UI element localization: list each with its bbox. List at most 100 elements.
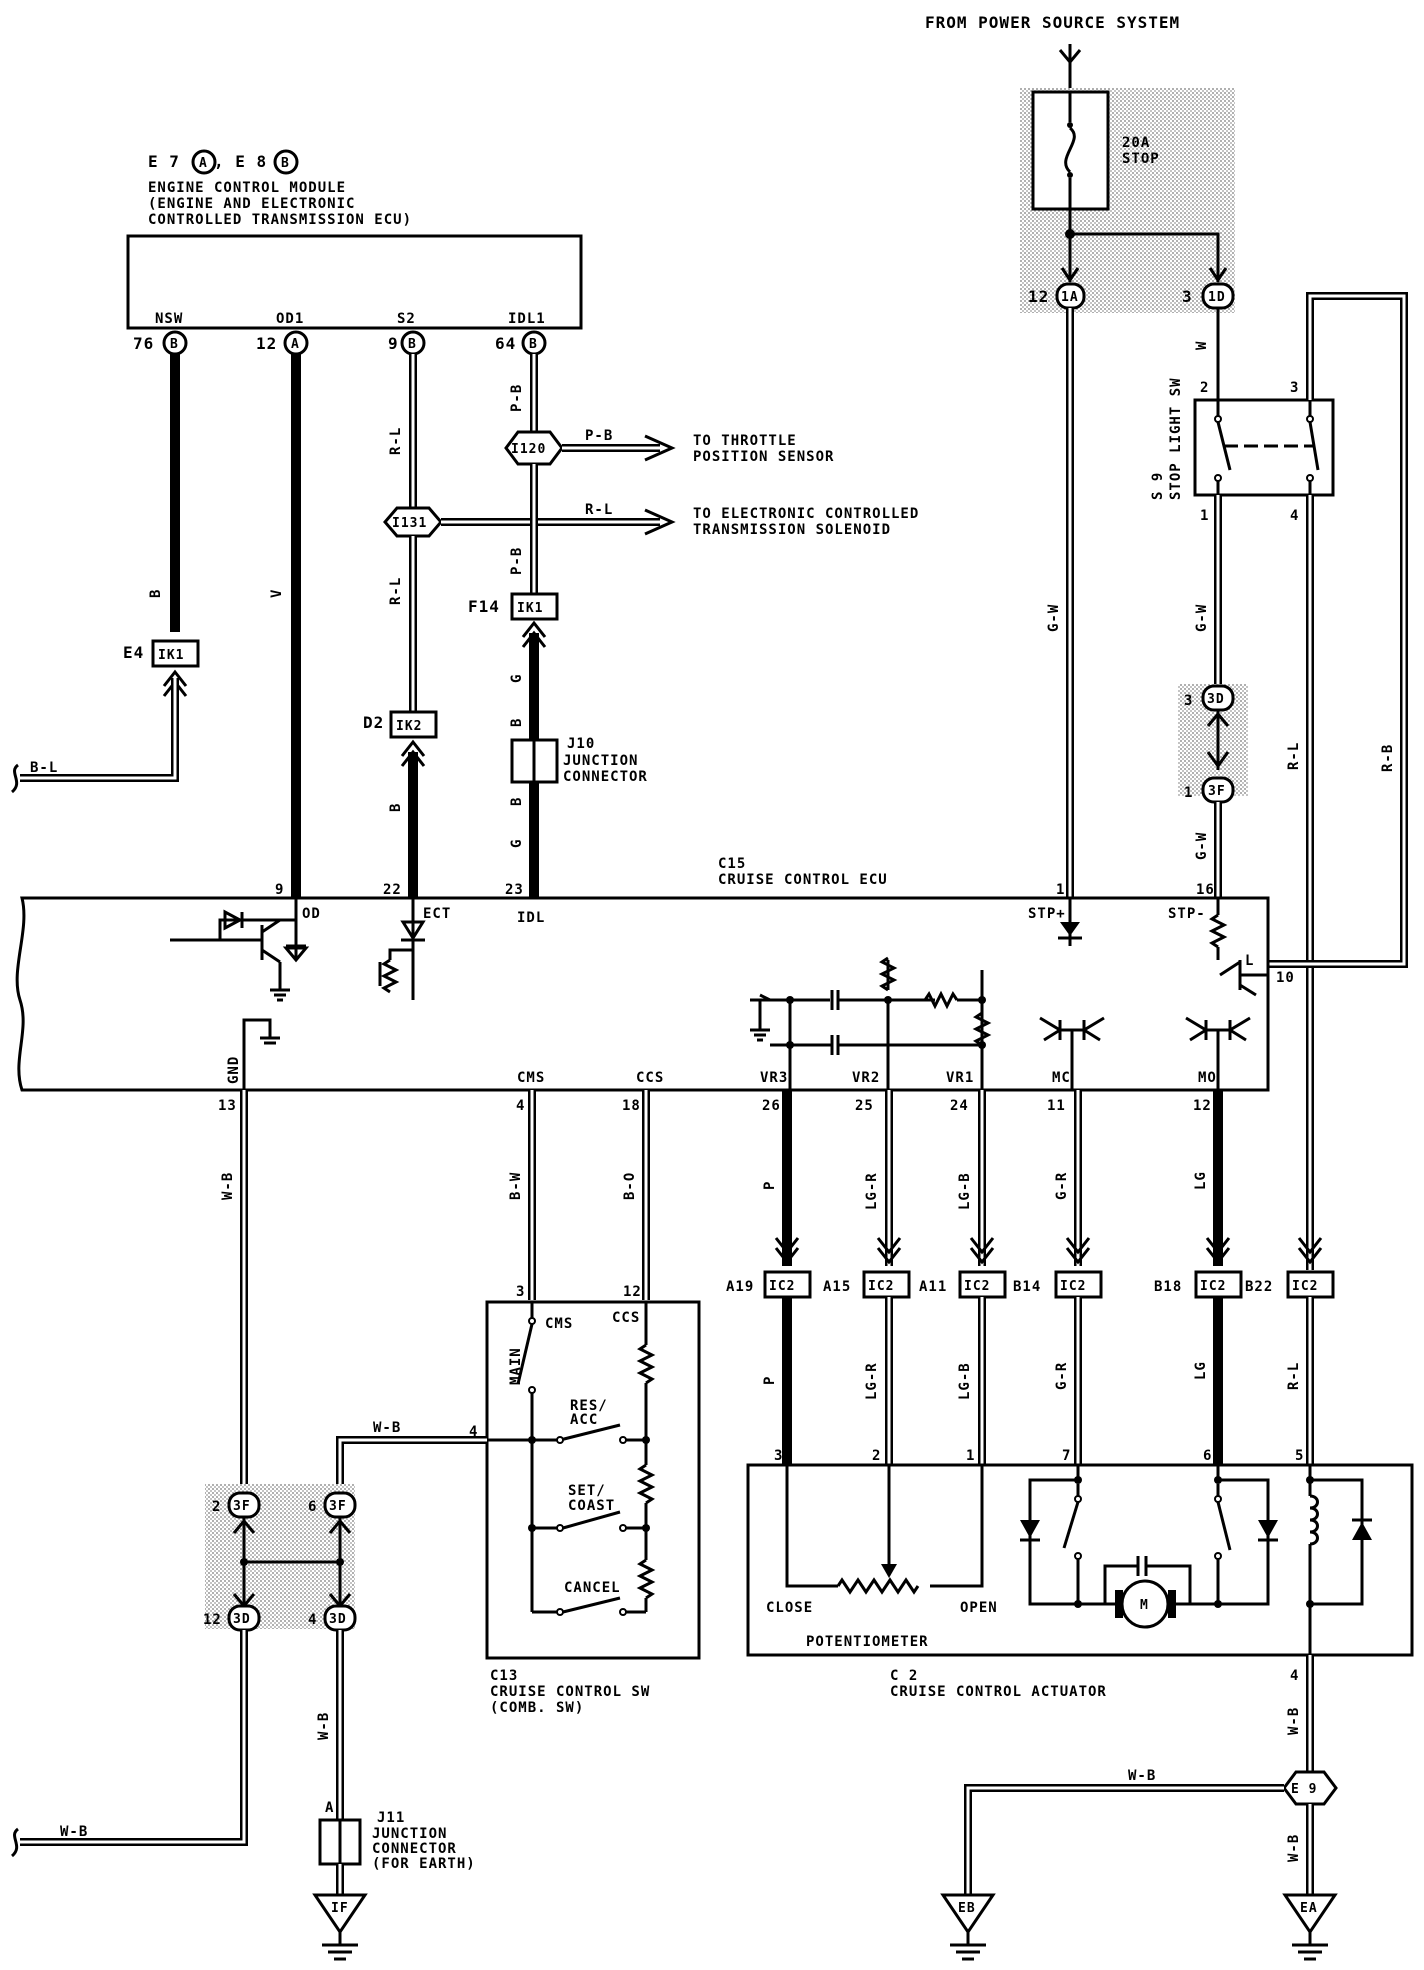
- ecu-pin-ect: ECT: [423, 906, 451, 922]
- sw-res-label: RES/: [570, 1398, 608, 1414]
- wire-gnd-color: W-B: [220, 1172, 236, 1200]
- act-out-pin-4: 4: [1290, 1668, 1299, 1684]
- ground-ea-label: EA: [1300, 1901, 1318, 1916]
- connector-ic2-a11-label: IC2: [964, 1279, 990, 1294]
- stop-switch-icon: [1214, 400, 1320, 495]
- ecu-pinnum-12: 12: [1193, 1098, 1212, 1114]
- wire-rb-loop: [1268, 292, 1408, 968]
- potentiometer-icon: [785, 1465, 984, 1595]
- j10-name-2: CONNECTOR: [563, 769, 648, 785]
- wire-wb-j11-color: W-B: [316, 1712, 332, 1740]
- stp-minus-resistor-icon: [1208, 898, 1228, 960]
- wire-idl1-color-top: P-B: [509, 384, 525, 412]
- connector-ik2: [389, 710, 438, 739]
- ecu-pin-stp-plus: STP+: [1028, 906, 1066, 922]
- ecu-pinnum-4: 4: [516, 1098, 525, 1114]
- wire-rb-color: R-B: [1380, 744, 1396, 772]
- ecm-pin-od1: OD1: [276, 311, 304, 327]
- ic2-pre-a15: A15: [823, 1279, 851, 1295]
- j11-pin-a: A: [325, 1800, 334, 1816]
- connector-ik1-f14-label: IK1: [517, 601, 543, 616]
- ecm-ref: E 7: [148, 152, 180, 171]
- ecm-pin-idl1: IDL1: [508, 311, 546, 327]
- ecu-pin-vr2: VR2: [852, 1070, 880, 1086]
- wire-s2-color-top: R-L: [388, 427, 404, 455]
- cruise-ecu-name: CRUISE CONTROL ECU: [718, 872, 888, 888]
- ecm-conn-b-1-label: B: [170, 337, 179, 352]
- ecm-title-1: ENGINE CONTROL MODULE: [148, 180, 346, 196]
- ic2-pre-b22: B22: [1245, 1279, 1273, 1295]
- wire-gr-2-color: G-R: [1054, 1362, 1070, 1390]
- clutch-coil-icon: [1306, 1465, 1372, 1660]
- wire-wb-left: [20, 1630, 248, 1846]
- act-pin-5: 5: [1295, 1448, 1304, 1464]
- ecu-pinnum-26: 26: [762, 1098, 781, 1114]
- ecm-ref-e7: E 7: [148, 152, 180, 171]
- od-transistor-icon: [170, 898, 310, 1002]
- ecu-pin-10: 10: [1276, 970, 1295, 986]
- to-tps-2: POSITION SENSOR: [693, 449, 834, 465]
- wire-bl-break: [10, 763, 20, 794]
- stop-sw-name: STOP LIGHT SW: [1168, 377, 1184, 500]
- sw-cms-label: CMS: [545, 1316, 573, 1332]
- ic2-pre-b18: B18: [1154, 1279, 1182, 1295]
- wire-wb-act-color: W-B: [1286, 1707, 1302, 1735]
- sw-pin-4: 4: [469, 1424, 478, 1440]
- ground-eb-label: EB: [958, 1901, 976, 1916]
- wire-bl-label: B-L: [30, 760, 58, 776]
- arrow-ic2-4: [1065, 1237, 1091, 1265]
- wire-idl1-color-mid: P-B: [509, 547, 525, 575]
- ecm-pin-nsw: NSW: [155, 311, 183, 327]
- connector-ic2-a19: [763, 1270, 812, 1299]
- connector-3f-a-label: 3F: [233, 1499, 251, 1514]
- sw-pin-12: 12: [623, 1284, 642, 1300]
- arrow-ic2-1: [774, 1237, 800, 1265]
- motor-icon: [1120, 1579, 1170, 1629]
- ik1-e4-pre: E4: [123, 643, 144, 662]
- wire-lg-2-color: LG: [1193, 1361, 1209, 1380]
- ground-ea: [1282, 1893, 1338, 1935]
- wire-w-color: W: [1194, 341, 1210, 350]
- wire-s2-color-mid: R-L: [388, 577, 404, 605]
- connector-1a-label: 1A: [1061, 290, 1079, 305]
- junction-e9-label: E 9: [1291, 1782, 1317, 1797]
- c3f-a-pin: 2: [212, 1499, 221, 1515]
- stp-plus-diode-icon: [1058, 898, 1082, 946]
- wire-vr3-color: P: [762, 1181, 778, 1190]
- junction-i120-label: I120: [511, 442, 546, 457]
- wire-gw-2-color: G-W: [1194, 604, 1210, 632]
- ecu-pin-idl: IDL: [517, 910, 545, 926]
- stop-sw-pin-3: 3: [1290, 380, 1299, 396]
- ecu-pinnum-18: 18: [622, 1098, 641, 1114]
- ecm-conn-b-3-label: B: [529, 337, 538, 352]
- connector-ic2-a15: [862, 1270, 911, 1299]
- connector-ic2-a15-label: IC2: [868, 1279, 894, 1294]
- junction-i131: [383, 506, 443, 538]
- connector-ic2-b14: [1054, 1270, 1103, 1299]
- sw-set-label: SET/: [568, 1483, 606, 1499]
- sw-ccs-label: CCS: [612, 1310, 640, 1326]
- junction-i120: [504, 430, 564, 466]
- ecu-pin-stp-minus: STP-: [1168, 906, 1206, 922]
- wire-p-2-color: P: [762, 1376, 778, 1385]
- connector-3d-b-label: 3D: [329, 1612, 347, 1627]
- arrow-ic2-2: [876, 1237, 902, 1265]
- wire-vr1-color: LG-B: [957, 1172, 973, 1210]
- cruise-sw-ref: C13: [490, 1668, 518, 1684]
- cruise-ecu-ref: C15: [718, 856, 746, 872]
- cruise-switch-internals: [487, 1302, 656, 1616]
- c3d-b-pin: 4: [308, 1612, 317, 1628]
- wire-i131-color: R-L: [585, 502, 613, 518]
- connector-3d-top-label: 3D: [1207, 692, 1225, 707]
- wire-sw-wb-color: W-B: [373, 1420, 401, 1436]
- connector-3f-top-label: 3F: [1208, 784, 1226, 799]
- stop-sw-pin-1: 1: [1200, 508, 1209, 524]
- to-tps-1: TO THROTTLE: [693, 433, 797, 449]
- ground-if-label: IF: [331, 1901, 349, 1916]
- sw-cancel-label: CANCEL: [564, 1580, 621, 1596]
- j10-name-1: JUNCTION: [563, 753, 638, 769]
- power-source-label: FROM POWER SOURCE SYSTEM: [925, 13, 1180, 32]
- fuse-rating: 20A: [1122, 135, 1150, 151]
- wire-od1-color: V: [269, 589, 285, 598]
- wire-wb-eb-color: W-B: [1128, 1768, 1156, 1784]
